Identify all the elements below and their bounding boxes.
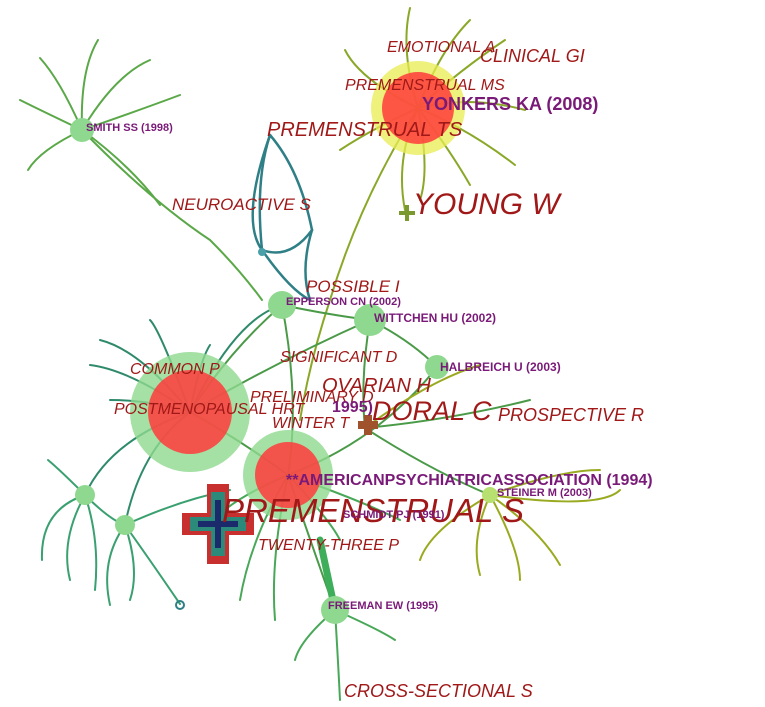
label-neuroactive[interactable]: NEUROACTIVE S [172,195,312,214]
label-wittchen[interactable]: WITTCHEN HU (2002) [374,311,496,325]
wittchen-node[interactable] [354,304,386,336]
label-possible[interactable]: POSSIBLE I [306,277,400,296]
label-apa[interactable]: **AMERICANPSYCHIATRICASSOCIATION (1994) [286,472,653,489]
label-winter[interactable]: WINTER T [272,415,351,432]
author-labels: SMITH SS (1998) YONKERS KA (2008) EPPERS… [86,94,653,612]
label-premenstrual-s[interactable]: PREMENSTRUAL S [222,492,524,529]
label-emotional[interactable]: EMOTIONAL A [387,39,495,56]
teal-node[interactable] [258,248,266,256]
premenstrual-s-cross-marker[interactable] [182,484,254,564]
label-common[interactable]: COMMON P [130,361,220,378]
teal-edges [251,133,314,302]
smith-edges [19,39,263,301]
label-significant[interactable]: SIGNIFICANT D [280,349,398,366]
label-cross-sectional[interactable]: CROSS-SECTIONAL S [344,681,533,701]
label-ovarian[interactable]: OVARIAN H [322,375,431,397]
apa-node[interactable] [255,442,321,508]
label-halbreich[interactable]: HALBREICH U (2003) [440,360,561,374]
nodes [70,61,498,624]
label-1995[interactable]: 1995) [332,399,373,416]
label-steiner[interactable]: STEINER M (2003) [497,487,592,499]
label-doral[interactable]: DORAL C [372,396,492,426]
young-cross-marker[interactable] [399,205,415,221]
lower-left-node-b[interactable] [115,515,135,535]
steiner-node[interactable] [482,487,498,503]
label-smith[interactable]: SMITH SS (1998) [86,122,173,134]
label-clinical[interactable]: CLINICAL GI [480,46,585,66]
lower-left-node-a[interactable] [75,485,95,505]
label-freeman[interactable]: FREEMAN EW (1995) [328,600,438,612]
common-node[interactable] [148,370,232,454]
label-yonkers[interactable]: YONKERS KA (2008) [422,94,598,114]
label-schmidt[interactable]: SCHMIDT PJ (1991) [343,509,445,521]
epperson-node[interactable] [268,291,296,319]
halbreich-node[interactable] [425,355,449,379]
label-postmenopausal[interactable]: POSTMENOPAUSAL HRT [114,401,305,418]
label-preliminary[interactable]: PRELIMINARY D [250,389,374,406]
label-twenty-three[interactable]: TWENTY-THREE P [258,537,399,554]
label-young[interactable]: YOUNG W [413,188,562,221]
yonkers-node[interactable] [382,72,454,144]
term-labels: EMOTIONAL A CLINICAL GI PREMENSTRUAL MS … [114,39,644,701]
label-premenstrual-ts[interactable]: PREMENSTRUAL TS [267,119,463,141]
steiner-edges [364,364,621,581]
label-prospective[interactable]: PROSPECTIVE R [498,405,644,425]
label-premenstrual-ms[interactable]: PREMENSTRUAL MS [345,77,505,94]
freeman-node[interactable] [321,596,349,624]
label-epperson[interactable]: EPPERSON CN (2002) [286,296,401,308]
small-teal-node[interactable] [175,600,185,610]
smith-node[interactable] [70,118,94,142]
doral-cross-marker[interactable] [358,415,378,435]
